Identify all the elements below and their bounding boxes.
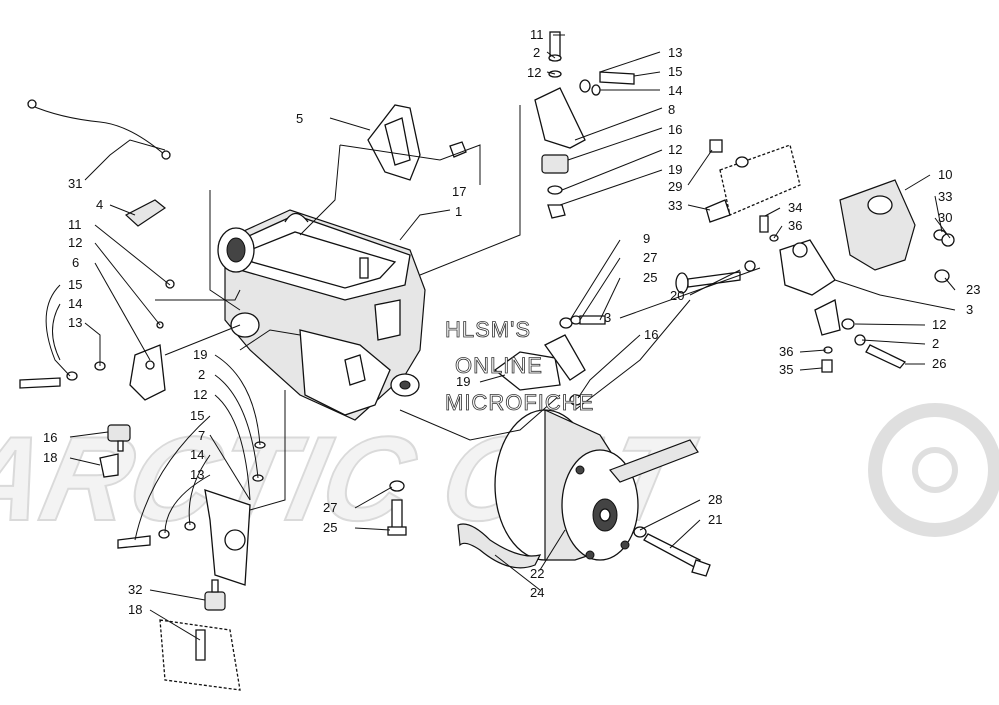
- callout-14: 14: [668, 83, 682, 98]
- callout-33: 33: [668, 198, 682, 213]
- drive-belt-24: [457, 439, 699, 569]
- watermark-line-3: MICROFICHE: [445, 390, 594, 415]
- callout-11: 11: [68, 217, 82, 232]
- drive-clutch-22: [494, 409, 639, 561]
- callout-2: 2: [198, 367, 205, 382]
- callout-12: 12: [68, 235, 82, 250]
- callout-3: 3: [604, 310, 611, 325]
- callout-16: 16: [43, 430, 57, 445]
- callout-27: 27: [643, 250, 657, 265]
- pad-4: [124, 199, 167, 227]
- callout-34: 34: [788, 200, 802, 215]
- callout-17: 17: [452, 184, 466, 199]
- callout-36: 36: [779, 344, 793, 359]
- callout-22: 22: [530, 566, 544, 581]
- callout-21: 21: [708, 512, 722, 527]
- callout-2: 2: [932, 336, 939, 351]
- callout-labels: 11 2 12 13 15 14 8 16 12 19 10 29 33 33 …: [43, 27, 980, 617]
- callout-15: 15: [190, 408, 204, 423]
- callout-33: 33: [938, 189, 952, 204]
- callout-25: 25: [643, 270, 657, 285]
- callout-19: 19: [668, 162, 682, 177]
- callout-31: 31: [68, 176, 82, 191]
- callout-13: 13: [68, 315, 82, 330]
- bracket-29: [705, 139, 801, 223]
- callout-24: 24: [530, 585, 544, 600]
- bracket-10: [779, 179, 955, 336]
- callout-18: 18: [128, 602, 142, 617]
- watermark-line-1: HLSM'S: [445, 317, 531, 342]
- callout-18: 18: [43, 450, 57, 465]
- hardware-27-25: [387, 480, 407, 536]
- callout-25: 25: [323, 520, 337, 535]
- callout-7: 7: [198, 428, 205, 443]
- callout-36: 36: [788, 218, 802, 233]
- callout-14: 14: [68, 296, 82, 311]
- callout-20: 20: [670, 288, 684, 303]
- callout-27: 27: [323, 500, 337, 515]
- callout-10: 10: [938, 167, 952, 182]
- callout-23: 23: [966, 282, 980, 297]
- callout-1: 1: [455, 204, 462, 219]
- engine-mount-6: [19, 279, 175, 401]
- bracket-5: [367, 104, 421, 181]
- leader-lines: [45, 34, 956, 641]
- callout-15: 15: [68, 277, 82, 292]
- bracket-9: [493, 315, 606, 406]
- clutch-bolt-21: [633, 526, 711, 577]
- callout-8: 8: [668, 102, 675, 117]
- callout-12: 12: [193, 387, 207, 402]
- callout-5: 5: [296, 111, 303, 126]
- callout-12: 12: [668, 142, 682, 157]
- callout-19: 19: [193, 347, 207, 362]
- engine-assembly: [217, 209, 426, 421]
- microfiche-watermark: HLSM'S ONLINE MICROFICHE: [445, 317, 594, 416]
- callout-30: 30: [938, 210, 952, 225]
- callout-6: 6: [72, 255, 79, 270]
- callout-29: 29: [668, 179, 682, 194]
- callout-12: 12: [527, 65, 541, 80]
- mount-stack-8: [534, 31, 635, 219]
- callout-15: 15: [668, 64, 682, 79]
- damper-32: [159, 579, 241, 691]
- callout-12: 12: [932, 317, 946, 332]
- callout-9: 9: [643, 231, 650, 246]
- cable-31: [27, 99, 171, 160]
- callout-14: 14: [190, 447, 204, 462]
- callout-16: 16: [668, 122, 682, 137]
- callout-35: 35: [779, 362, 793, 377]
- damper-16-left: [99, 424, 131, 478]
- callout-11: 11: [530, 27, 544, 42]
- callout-32: 32: [128, 582, 142, 597]
- clip-17: [449, 141, 467, 158]
- hardware-right: [759, 215, 907, 373]
- callout-19: 19: [456, 374, 470, 389]
- engine-mount-7: [117, 441, 266, 586]
- callout-2: 2: [533, 45, 540, 60]
- callout-26: 26: [932, 356, 946, 371]
- callout-16: 16: [644, 327, 658, 342]
- watermark-line-2: ONLINE: [455, 353, 543, 378]
- callout-28: 28: [708, 492, 722, 507]
- callout-4: 4: [96, 197, 103, 212]
- callout-13: 13: [190, 467, 204, 482]
- callout-3: 3: [966, 302, 973, 317]
- callout-13: 13: [668, 45, 682, 60]
- bolt-20: [675, 260, 756, 294]
